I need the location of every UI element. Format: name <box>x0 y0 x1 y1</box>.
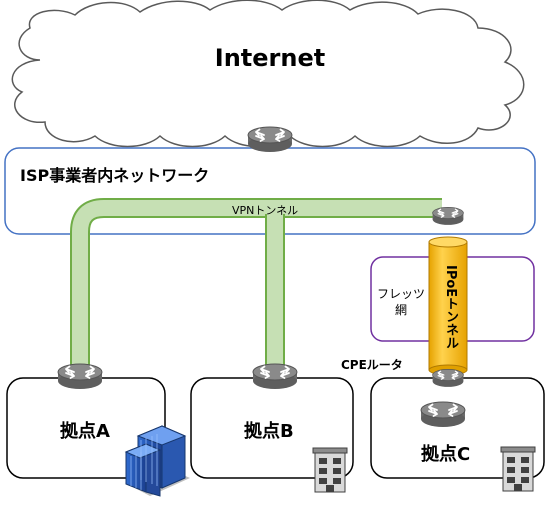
vpn-tunnel <box>70 198 442 372</box>
site-c-small-building-icon <box>500 446 536 492</box>
internet-gateway-router-icon <box>247 126 293 153</box>
isp-network-label: ISP事業者内ネットワーク <box>20 166 210 185</box>
isp-tunnel-endpoint-router-icon <box>431 206 465 226</box>
cpe-tunnel-endpoint-router-icon <box>431 368 465 388</box>
site-a-router-icon <box>57 363 103 390</box>
site-b-router-icon <box>252 363 298 390</box>
internet-cloud <box>11 0 525 148</box>
ipoe-tunnel-label: IPoEトンネル <box>443 264 458 350</box>
site-b-small-building-icon <box>312 447 348 493</box>
site-a-label: 拠点A <box>60 421 110 442</box>
site-b-label: 拠点B <box>244 421 294 442</box>
office-building-icon <box>124 425 190 497</box>
site-c-label: 拠点C <box>421 444 471 465</box>
vpn-tunnel-label: VPNトンネル <box>232 204 299 217</box>
site-c-router-icon <box>420 401 466 428</box>
flets-network-label: フレッツ網 <box>376 287 425 317</box>
cpe-router-label: CPEルータ <box>341 358 403 372</box>
internet-label: Internet <box>214 44 326 72</box>
